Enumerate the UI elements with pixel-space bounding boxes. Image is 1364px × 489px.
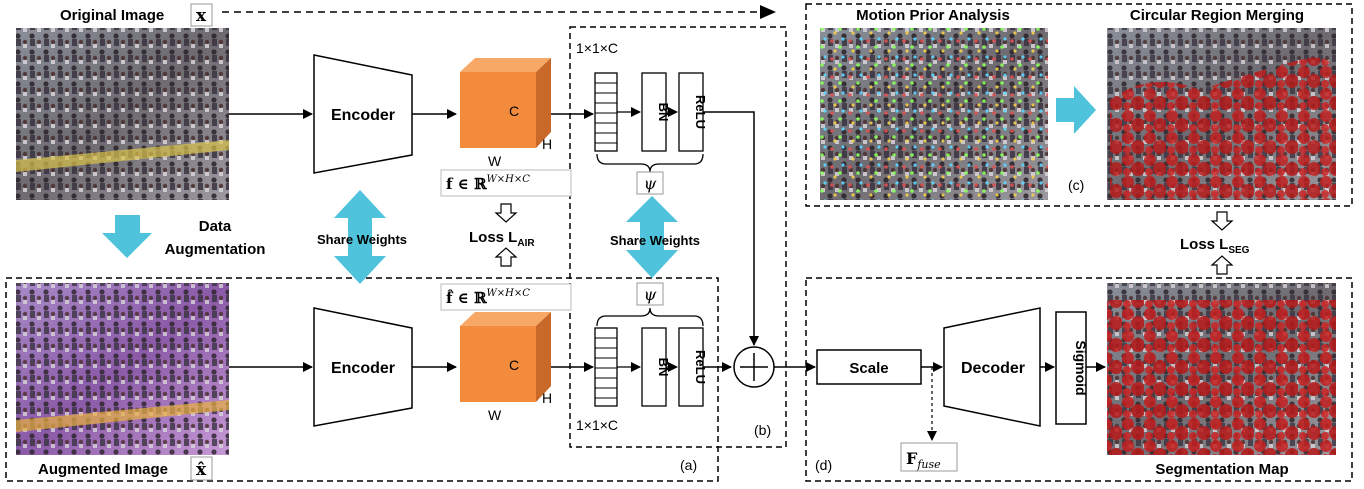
feature-cube-bottom <box>460 312 551 402</box>
conv-stack-top <box>594 72 618 152</box>
psi-bottom: ψ <box>644 285 657 304</box>
label-b: (b) <box>754 422 771 438</box>
loss-air-arrow-down <box>494 203 518 223</box>
ffuse-box <box>900 442 958 472</box>
feature-bottom-c: C <box>509 357 519 373</box>
segmentation-map-title: Segmentation Map <box>1155 461 1288 478</box>
conv-stack-bottom <box>594 327 618 407</box>
feature-top-w: W <box>488 153 502 169</box>
sigmoid-label: Sigmoid <box>1073 340 1089 395</box>
relu-block-bottom <box>678 327 704 407</box>
encoder-bottom <box>313 307 413 427</box>
motion-prior-image <box>820 28 1048 200</box>
ffuse-label: Ffuse <box>906 449 941 471</box>
share-weights-arrow-left <box>334 190 386 284</box>
augmented-image-title: Augmented Image <box>38 461 168 478</box>
data-augmentation-arrow <box>102 215 152 258</box>
relu-label-bottom: ReLU <box>693 350 708 384</box>
feature-top-h: H <box>542 136 552 152</box>
psi-brace-bottom <box>596 307 704 327</box>
augmented-symbol: x̂ <box>196 460 207 480</box>
label-a: (a) <box>680 457 697 473</box>
bn-label-top: BN <box>656 103 671 122</box>
psi-top: ψ <box>644 174 657 193</box>
feature-bottom-h: H <box>542 390 552 406</box>
loss-seg-label: Loss LSEG <box>1180 236 1250 256</box>
psi-brace-top <box>596 153 704 173</box>
psi-box-top <box>636 171 664 195</box>
original-symbol: x <box>196 6 207 26</box>
original-symbol-box <box>190 3 213 27</box>
bn-block-top <box>641 72 667 152</box>
loss-seg-arrow-down <box>1210 211 1234 231</box>
sum-operator <box>733 346 775 388</box>
decoder-label: Decoder <box>961 360 1025 377</box>
f-hat-formula-box <box>440 283 572 311</box>
arrow-relu-top-to-sum <box>703 111 759 346</box>
f-formula-box <box>440 169 572 197</box>
share-weights-arrow-right <box>626 196 678 278</box>
relu-label-top: ReLU <box>693 95 708 129</box>
original-image-title: Original Image <box>60 7 164 24</box>
motion-prior-title: Motion Prior Analysis <box>856 7 1010 24</box>
f-hat-formula: f̂ ∈ ℝW×H×C <box>446 288 530 307</box>
share-weights-label-right: Share Weights <box>610 233 700 248</box>
circular-merging-image <box>1107 28 1336 200</box>
conv-top-label: 1×1×C <box>576 40 618 56</box>
branch-b-box <box>569 26 787 448</box>
encoder-top-label: Encoder <box>331 107 395 124</box>
feature-top-c: C <box>509 103 519 119</box>
conv-bottom-label: 1×1×C <box>576 417 618 433</box>
encoder-bottom-label: Encoder <box>331 360 395 377</box>
encoder-top <box>313 54 413 174</box>
share-weights-label-left: Share Weights <box>317 232 407 247</box>
augmented-image <box>16 283 229 455</box>
loss-air-label: Loss LAIR <box>469 229 535 249</box>
sigmoid-block <box>1055 311 1087 425</box>
relu-block-top <box>678 72 704 152</box>
feature-bottom-w: W <box>488 407 502 423</box>
f-formula: f ∈ ℝW×H×C <box>446 174 530 193</box>
branch-d-box <box>805 277 1353 482</box>
bn-block-bottom <box>641 327 667 407</box>
decoder <box>943 307 1041 427</box>
data-augmentation-label-2: Augmentation <box>165 241 266 258</box>
loss-air-arrow-up <box>494 247 518 267</box>
data-augmentation-label-1: Data <box>199 218 232 235</box>
merge-arrow <box>1056 86 1096 134</box>
circular-merging-title: Circular Region Merging <box>1130 7 1304 24</box>
augmented-symbol-box <box>190 456 213 481</box>
label-d: (d) <box>815 457 832 473</box>
branch-c-box <box>805 3 1353 207</box>
dashed-arrow-head <box>760 5 776 19</box>
segmentation-map-image <box>1107 283 1336 455</box>
original-image <box>16 28 229 200</box>
label-c: (c) <box>1068 177 1084 193</box>
bn-label-bottom: BN <box>656 358 671 377</box>
psi-box-bottom <box>636 282 664 306</box>
loss-seg-arrow-up <box>1210 255 1234 275</box>
scale-block <box>816 349 922 385</box>
scale-label: Scale <box>849 360 888 377</box>
feature-cube-top <box>460 58 551 148</box>
